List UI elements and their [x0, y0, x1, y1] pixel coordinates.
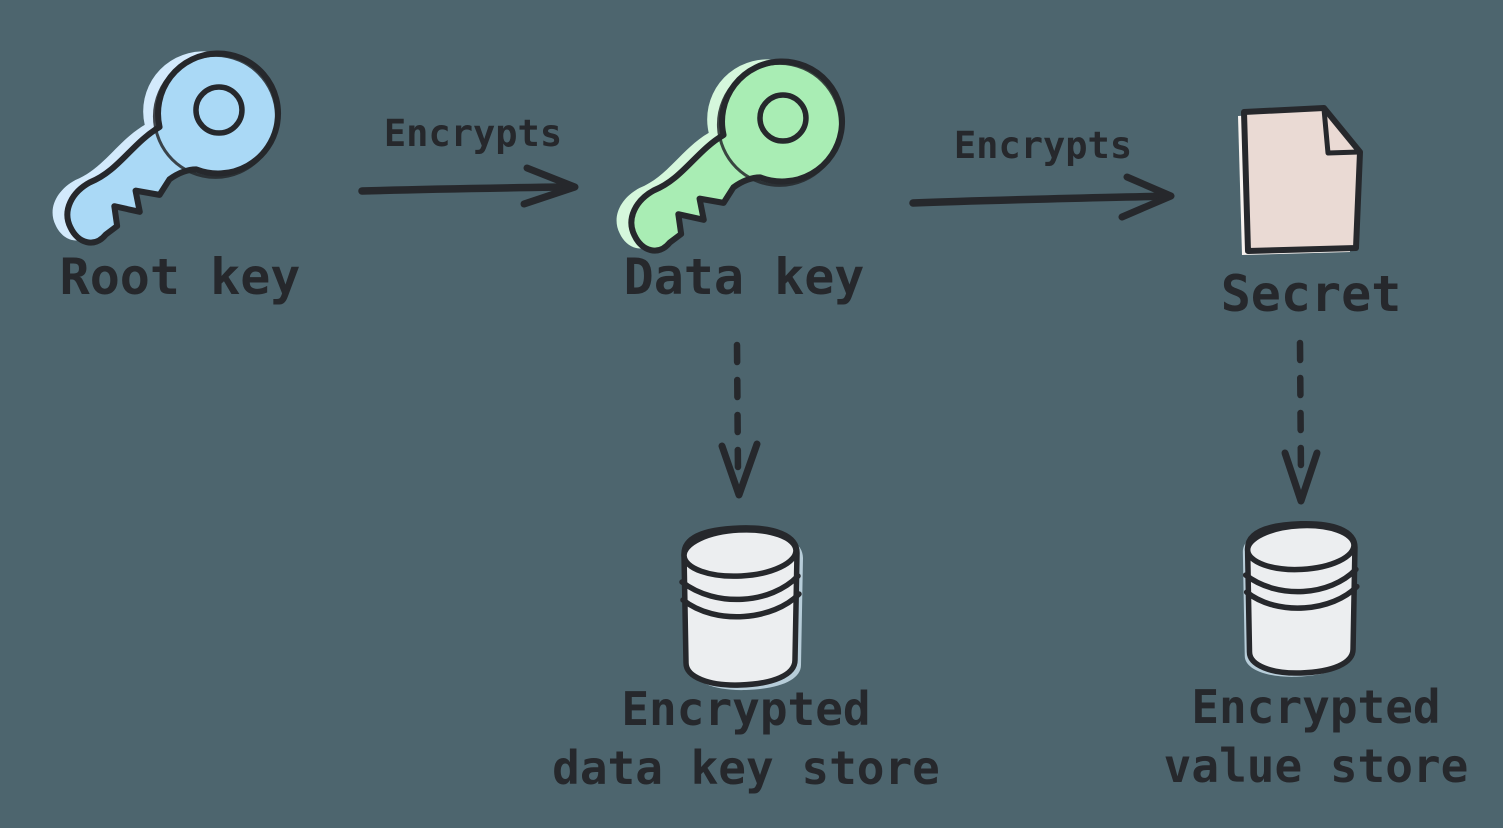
secret-document-icon — [1238, 105, 1363, 255]
value-store-database-icon — [1242, 521, 1360, 677]
value-store-label-line1: Encrypted — [1191, 680, 1441, 734]
dashed-arrow-data-key-to-store — [718, 341, 761, 499]
root-key-label: Root key — [59, 248, 301, 306]
value-store-label: Encrypted value store — [1164, 678, 1469, 796]
dashed-arrow-secret-to-store — [1281, 339, 1321, 505]
data-key-store-database-icon — [679, 525, 803, 691]
arrow-data-to-secret — [909, 173, 1175, 221]
encrypts-label-2: Encrypts — [953, 124, 1133, 167]
data-key-store-label: Encrypted data key store — [552, 680, 940, 798]
data-key-label: Data key — [623, 248, 865, 306]
secret-label: Secret — [1220, 265, 1402, 323]
data-key-store-label-line2: data key store — [552, 741, 940, 795]
arrow-root-to-data — [358, 164, 579, 208]
data-key-icon — [592, 28, 868, 303]
encrypts-label-1: Encrypts — [383, 112, 563, 155]
value-store-label-line2: value store — [1163, 739, 1469, 793]
root-key-icon — [28, 20, 304, 295]
data-key-store-label-line1: Encrypted — [621, 682, 871, 736]
